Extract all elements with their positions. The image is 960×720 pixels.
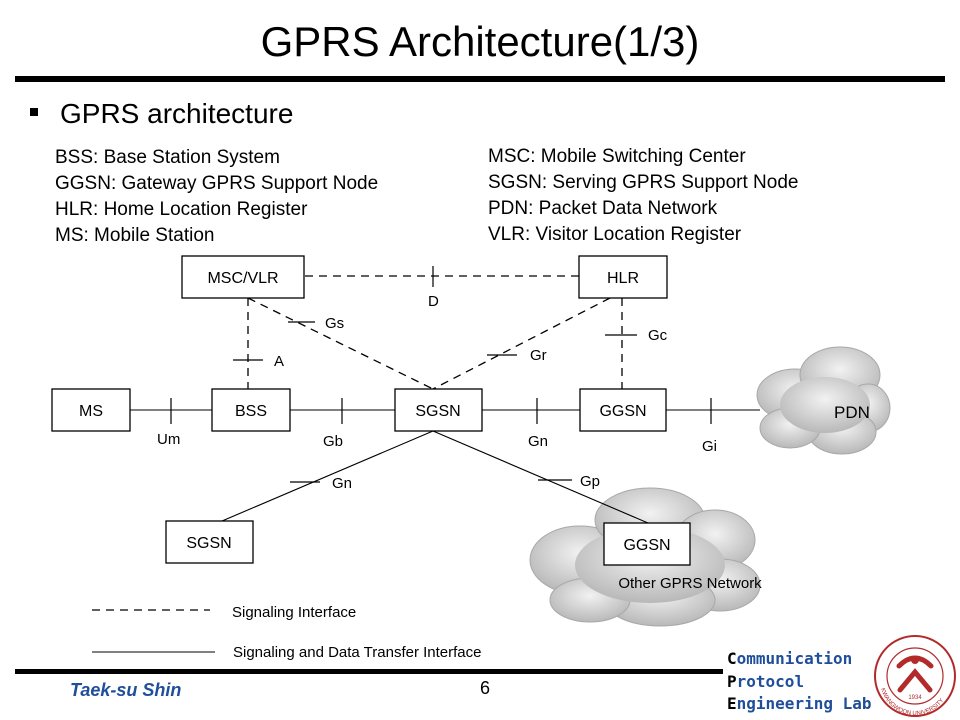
legend-signaling-data: Signaling and Data Transfer Interface [233,644,481,661]
abbr-pdn: PDN: Packet Data Network [488,198,718,219]
node-ms-box [51,388,131,432]
slide-title: GPRS Architecture(1/3) [260,18,700,65]
label-gr: Gr [530,347,547,364]
label-gb: Gb [323,433,343,450]
lab-line-3: Engineering Lab [727,694,872,713]
abbr-ggsn: GGSN: Gateway GPRS Support Node [55,173,379,194]
link-msc-sgsn [247,297,434,390]
other-network-label: Other GPRS Network [618,575,762,592]
label-a: A [274,353,284,370]
seal-year: 1934 [908,695,922,701]
footer-rule [15,669,723,674]
abbreviations-right: MSC: Mobile Switching Center SGSN: Servi… [488,144,798,248]
label-gc: Gc [648,327,668,344]
node-ggsn-box [579,388,667,432]
label-gi: Gi [702,438,717,455]
link-hlr-sgsn [432,297,611,390]
node-hlr: HLR [607,270,639,287]
university-seal-icon: 1934 KWANGWOON UNIVERSITY [874,635,956,717]
lab-name: Communication Protocol Engineering Lab [727,648,872,716]
node-msc-vlr-box [181,255,305,299]
abbr-bss: BSS: Base Station System [55,147,280,168]
abbr-vlr: VLR: Visitor Location Register [488,224,742,245]
label-um: Um [157,431,180,448]
node-hlr-box [578,255,668,299]
abbr-hlr: HLR: Home Location Register [55,199,308,220]
link-sgsn-sgsn-other [221,430,434,522]
node-sgsn-other: SGSN [186,535,231,552]
node-sgsn-other-box [165,520,254,564]
label-gs: Gs [325,315,344,332]
abbr-sgsn: SGSN: Serving GPRS Support Node [488,172,799,193]
legend-signaling: Signaling Interface [232,604,356,621]
node-ggsn-other-box [603,522,691,566]
bullet-square-icon [30,107,38,116]
node-sgsn-box [394,388,483,432]
label-gp: Gp [580,473,600,490]
label-gn-lower: Gn [332,475,352,492]
label-gn-main: Gn [528,433,548,450]
node-bss-box [211,388,291,432]
abbreviations-left: BSS: Base Station System GGSN: Gateway G… [55,145,378,249]
bullet-text: GPRS architecture [60,98,294,129]
label-d: D [428,293,439,310]
link-sgsn-ggsn-other [432,430,649,524]
title-underline [15,76,945,82]
lab-line-1: Communication [727,649,853,668]
node-msc-vlr: MSC/VLR [207,270,278,287]
node-ms: MS [79,403,103,420]
footer-author: Taek-su Shin [70,680,182,700]
pdn-cloud [756,346,891,455]
lab-line-2: Protocol [727,671,805,691]
node-ggsn-other: GGSN [623,537,670,554]
page-number: 6 [480,678,491,698]
bullet-item: GPRS architecture [30,98,293,130]
abbr-ms: MS: Mobile Station [55,225,215,246]
node-bss: BSS [235,403,267,420]
node-pdn: PDN [834,403,870,422]
node-sgsn: SGSN [415,403,460,420]
node-ggsn: GGSN [599,403,646,420]
abbr-msc: MSC: Mobile Switching Center [488,146,746,167]
